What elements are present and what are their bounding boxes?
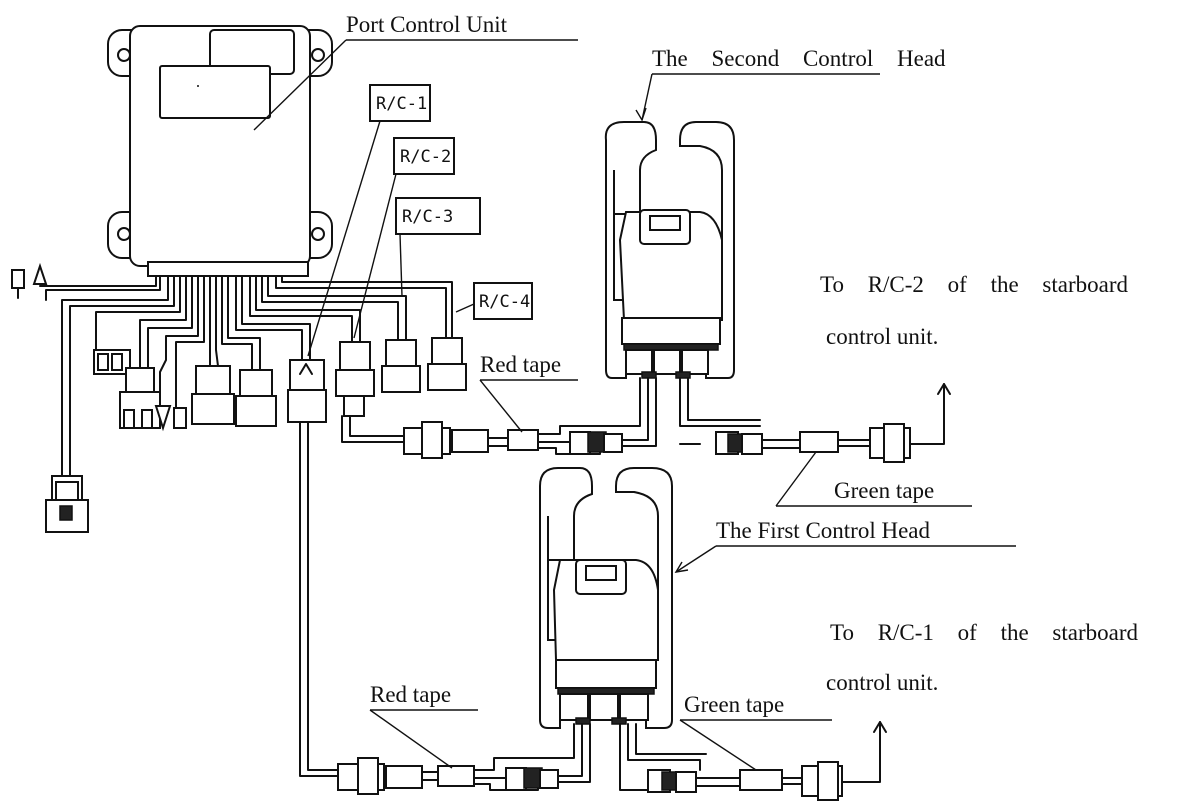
pcu-harness: [39, 275, 453, 479]
to-rc1-line1: To R/C-1 of the starboard: [830, 620, 1139, 645]
green-tape-upper-label: Green tape: [834, 478, 934, 503]
red-tape-upper-label: Red tape: [480, 352, 561, 377]
red-tape-lower-mark: [437, 765, 475, 787]
first-control-head: [539, 467, 673, 729]
rc3-tag-box: [395, 197, 481, 235]
to-rc2-line2: control unit.: [826, 324, 938, 349]
green-tape-lower-mark: [739, 769, 783, 791]
rc-tag-boxes: R/C-1 R/C-2 R/C-3 R/C-4: [307, 84, 533, 357]
red-tape-upper-mark: [507, 429, 539, 451]
second-control-head: [604, 121, 735, 379]
upper-harness: [341, 377, 951, 463]
left-connectors: [11, 262, 277, 533]
to-rc1-line2: control unit.: [826, 670, 938, 695]
green-tape-upper-mark: [799, 431, 839, 453]
green-tape-lower-label: Green tape: [684, 692, 784, 717]
rc1-tag-box: [369, 84, 431, 122]
rc1-tag: R/C-1: [376, 94, 427, 114]
rc4-tag: R/C-4: [479, 292, 530, 312]
rc3-tag: R/C-3: [402, 207, 453, 227]
lower-harness: [299, 421, 887, 801]
rc2-tag-box: [393, 137, 455, 175]
rc4-tag-box: [473, 282, 533, 320]
rc-connectors: [287, 337, 467, 423]
to-rc2-line1: To R/C-2 of the starboard: [820, 272, 1129, 297]
red-tape-lower-label: Red tape: [370, 682, 451, 707]
labels: Port Control Unit The Second Control Hea…: [253, 12, 1139, 771]
first-control-head-label: The First Control Head: [716, 518, 930, 543]
port-control-unit-label: Port Control Unit: [346, 12, 508, 37]
second-control-head-label: The Second Control Head: [652, 46, 946, 71]
rc2-tag: R/C-2: [400, 147, 451, 167]
port-control-unit: [107, 25, 333, 277]
